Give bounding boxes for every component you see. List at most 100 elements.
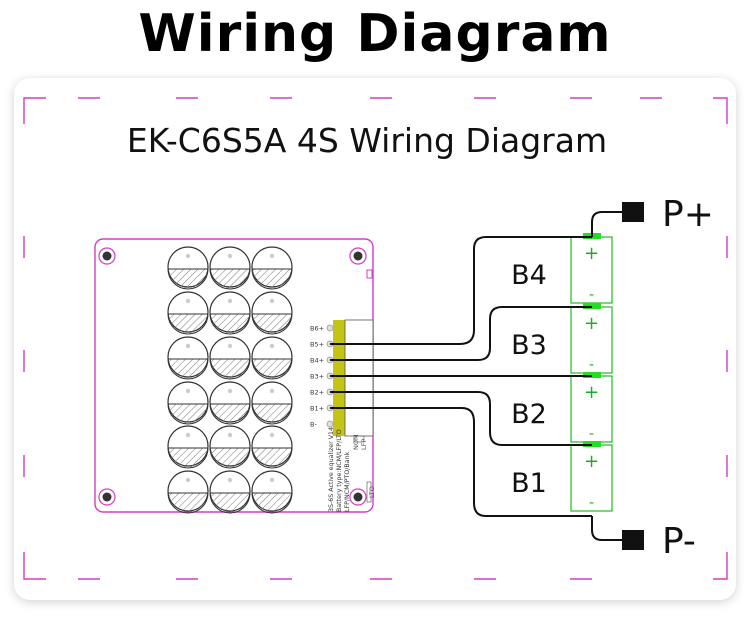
capacitor-dot bbox=[227, 388, 233, 394]
capacitor-polarity bbox=[167, 313, 209, 335]
capacitor-dot bbox=[269, 253, 275, 259]
capacitor-polarity bbox=[209, 403, 251, 425]
board-text-line2: Battery type:NCM/LFP/LTO bbox=[336, 429, 343, 512]
board-notch bbox=[366, 269, 373, 279]
board-text-line3: LFP/NCM/PTO/Bank bbox=[344, 451, 351, 512]
capacitor-polarity bbox=[167, 447, 209, 469]
battery-b4: + - B4 bbox=[511, 233, 613, 304]
capacitor bbox=[209, 470, 251, 514]
capacitor bbox=[167, 291, 209, 335]
battery-label: B4 bbox=[511, 260, 547, 291]
mount-hole bbox=[98, 488, 116, 506]
capacitor-dot bbox=[227, 477, 233, 483]
pin-dot bbox=[326, 420, 334, 428]
capacitor-dot bbox=[185, 298, 191, 304]
jumper-lto bbox=[366, 481, 372, 503]
capacitor-dot bbox=[185, 477, 191, 483]
mount-hole bbox=[349, 247, 367, 265]
capacitor-polarity bbox=[251, 447, 293, 469]
mount-hole-center bbox=[102, 492, 112, 502]
connector-housing bbox=[344, 319, 374, 437]
wire-b-minus bbox=[330, 407, 592, 517]
p-plus-terminal bbox=[622, 202, 644, 222]
capacitor bbox=[209, 336, 251, 380]
balancer-board: B6+B5+B4+B3+B2+B1+B- 3S-6S Active equali… bbox=[94, 238, 376, 514]
battery-b3: +-B3 bbox=[511, 303, 613, 374]
capacitor bbox=[209, 425, 251, 469]
pin-label: B5+ bbox=[310, 341, 324, 349]
battery-minus: - bbox=[589, 287, 594, 303]
mount-hole bbox=[349, 488, 367, 506]
capacitor bbox=[167, 336, 209, 380]
capacitor bbox=[251, 381, 293, 425]
battery-minus: - bbox=[589, 357, 594, 373]
balance-wires bbox=[330, 211, 622, 541]
capacitor-polarity bbox=[209, 268, 251, 290]
capacitor bbox=[167, 381, 209, 425]
capacitor-dot bbox=[227, 343, 233, 349]
connector-pins: B6+B5+B4+B3+B2+B1+B- bbox=[310, 325, 334, 429]
battery-plus: + bbox=[584, 382, 599, 403]
mount-hole-center bbox=[353, 251, 363, 261]
capacitor-dot bbox=[185, 343, 191, 349]
wire-b3-plus bbox=[330, 306, 592, 361]
capacitor-dot bbox=[269, 477, 275, 483]
balance-connector bbox=[333, 320, 345, 436]
capacitor-polarity bbox=[251, 313, 293, 335]
capacitor-dot bbox=[185, 253, 191, 259]
capacitor-polarity bbox=[209, 358, 251, 380]
battery-minus: - bbox=[589, 495, 594, 511]
lto-label: LTO bbox=[368, 486, 376, 498]
battery-stack: +-B4+-B3+-B2+-B1 bbox=[511, 233, 613, 512]
capacitor-dot bbox=[185, 432, 191, 438]
capacitor-polarity bbox=[209, 492, 251, 514]
wire-b1-plus bbox=[330, 391, 592, 446]
battery-body bbox=[570, 236, 613, 304]
capacitor bbox=[167, 470, 209, 514]
capacitor bbox=[251, 425, 293, 469]
capacitor bbox=[209, 381, 251, 425]
wire-p-minus bbox=[591, 516, 622, 541]
battery-label: B1 bbox=[511, 468, 547, 499]
lfp-label: LFP bbox=[360, 439, 368, 450]
capacitor bbox=[251, 246, 293, 290]
capacitor bbox=[209, 246, 251, 290]
pin-label: B2+ bbox=[310, 389, 324, 397]
frame-marks bbox=[23, 97, 728, 580]
capacitor-polarity bbox=[167, 492, 209, 514]
battery-body bbox=[570, 306, 613, 374]
capacitor-dot bbox=[269, 343, 275, 349]
wire-b4-plus bbox=[330, 236, 592, 345]
pin-label: B3+ bbox=[310, 373, 324, 381]
battery-plus: + bbox=[584, 243, 599, 264]
capacitor-polarity bbox=[209, 447, 251, 469]
capacitor bbox=[251, 291, 293, 335]
capacitor-dot bbox=[185, 388, 191, 394]
mount-hole-center bbox=[102, 251, 112, 261]
battery-minus: - bbox=[589, 426, 594, 442]
capacitor-grid bbox=[167, 246, 293, 514]
battery-body bbox=[570, 375, 613, 443]
pin-label: B- bbox=[310, 421, 317, 429]
battery-b2: +-B2 bbox=[511, 372, 613, 443]
capacitor-dot bbox=[269, 388, 275, 394]
capacitor bbox=[251, 470, 293, 514]
capacitor bbox=[167, 425, 209, 469]
jumper-nom bbox=[353, 435, 365, 443]
diagram-title: EK-C6S5A 4S Wiring Diagram bbox=[127, 121, 607, 160]
capacitor-polarity bbox=[209, 313, 251, 335]
capacitor-polarity bbox=[251, 492, 293, 514]
capacitor-polarity bbox=[251, 268, 293, 290]
mount-hole-center bbox=[353, 492, 363, 502]
battery-label: B3 bbox=[511, 330, 547, 361]
capacitor-dot bbox=[227, 253, 233, 259]
page-title: Wiring Diagram bbox=[138, 4, 612, 64]
pin-label: B4+ bbox=[310, 357, 324, 365]
capacitor-dot bbox=[227, 432, 233, 438]
capacitor-dot bbox=[269, 432, 275, 438]
capacitor-dot bbox=[227, 298, 233, 304]
wire-p-plus bbox=[591, 211, 622, 237]
capacitor-polarity bbox=[167, 268, 209, 290]
capacitor bbox=[251, 336, 293, 380]
